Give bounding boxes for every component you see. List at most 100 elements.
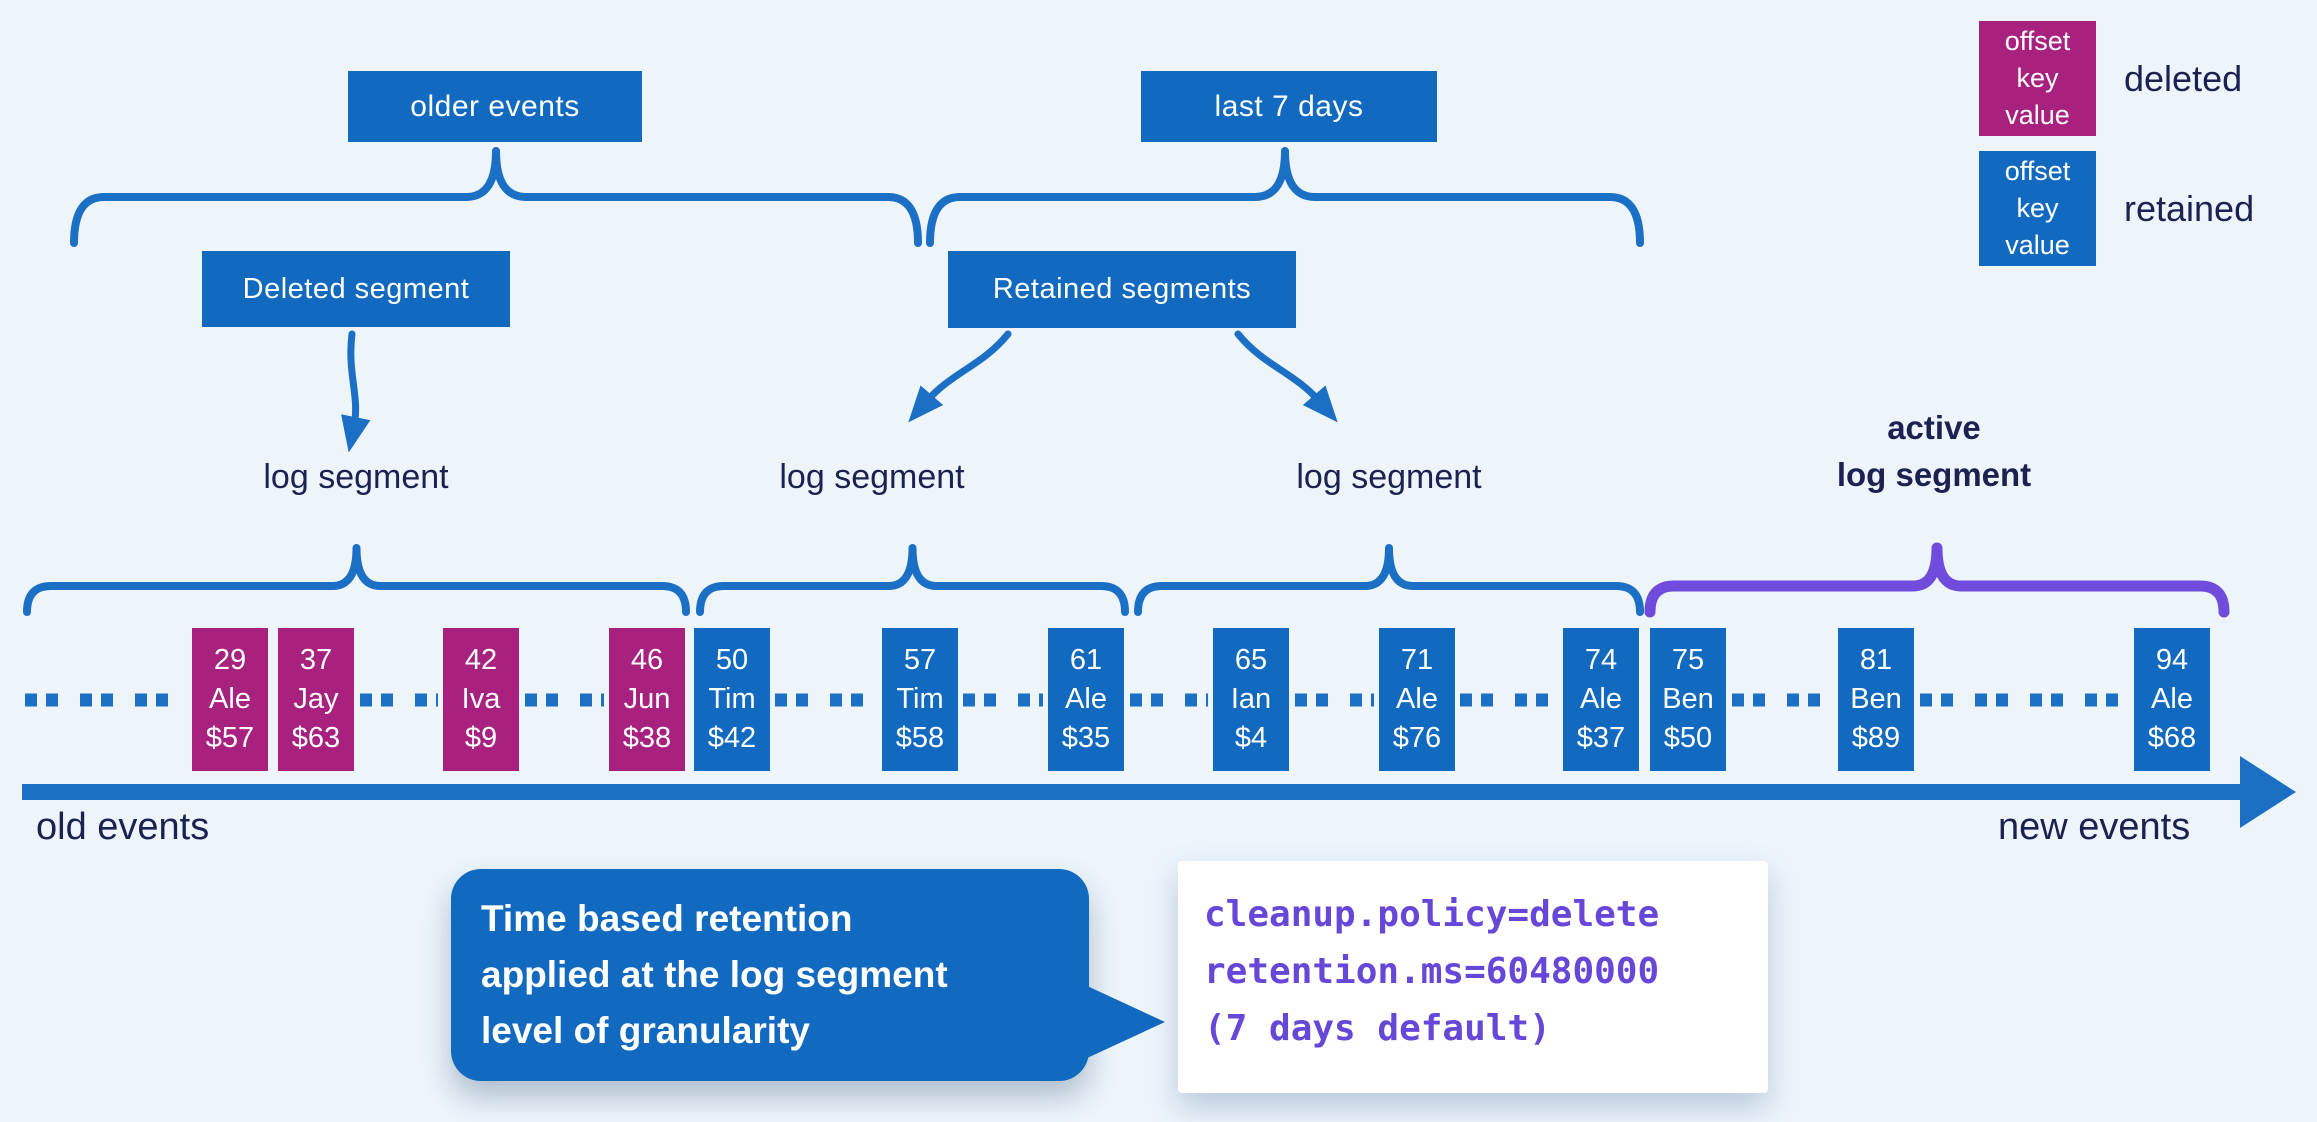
log-segment-1-brace xyxy=(23,544,690,616)
deleted-segment-arrow xyxy=(341,330,371,453)
active-log-segment-label: active log segment xyxy=(1784,404,2084,498)
event-value: $68 xyxy=(2147,722,2197,754)
retained-segments-label: Retained segments xyxy=(992,273,1252,305)
active-log-segment-brace xyxy=(1644,542,2230,618)
legend-cell-key: key xyxy=(2016,193,2059,223)
event-key: Ian xyxy=(1230,683,1272,715)
event-value: $42 xyxy=(707,722,757,754)
retention-callout-bubble: Time based retention applied at the log … xyxy=(451,869,1165,1081)
callout-line2: applied at the log segment xyxy=(481,954,948,995)
event-value: $63 xyxy=(291,722,341,754)
event-offset: 46 xyxy=(630,644,664,676)
new-events-label: new events xyxy=(1998,806,2191,848)
event-offset: 74 xyxy=(1584,644,1618,676)
log-segment-3-brace xyxy=(1134,544,1644,616)
callout-line3: level of granularity xyxy=(481,1010,810,1051)
legend-retained-label: retained xyxy=(2124,187,2255,229)
legend-retained-swatch: offset key value xyxy=(1979,151,2096,266)
active-label-line1: active xyxy=(1887,409,1981,446)
event-key: Ale xyxy=(1065,683,1107,715)
event-value: $37 xyxy=(1576,722,1626,754)
legend-deleted-label: deleted xyxy=(2124,57,2243,99)
event-value: $9 xyxy=(464,722,498,754)
event-value: $50 xyxy=(1663,722,1713,754)
code-line1: cleanup.policy=delete xyxy=(1204,894,1660,935)
event-key: Ben xyxy=(1850,683,1902,715)
retained-segments-box: Retained segments xyxy=(948,251,1296,328)
last-7-days-box: last 7 days xyxy=(1141,71,1437,142)
event-key: Jay xyxy=(293,683,339,715)
retained-segments-left-arrow xyxy=(908,330,1012,423)
last-7-days-label: last 7 days xyxy=(1214,89,1364,123)
event-value: $35 xyxy=(1061,722,1111,754)
legend-cell-offset: offset xyxy=(2004,156,2071,186)
event-offset: 65 xyxy=(1234,644,1268,676)
event-value: $76 xyxy=(1392,722,1442,754)
legend-cell-key: key xyxy=(2016,63,2059,93)
event-value: $89 xyxy=(1851,722,1901,754)
event-key: Tim xyxy=(708,683,756,715)
log-segment-label-1: log segment xyxy=(263,458,449,496)
code-line3: (7 days default) xyxy=(1204,1008,1551,1049)
event-value: $57 xyxy=(205,722,255,754)
active-label-line2: log segment xyxy=(1836,456,2032,493)
older-events-label: older events xyxy=(410,89,580,123)
event-key: Jun xyxy=(623,683,671,715)
legend-cell-offset: offset xyxy=(2004,26,2071,56)
log-segment-2-brace xyxy=(696,544,1129,616)
event-offset: 29 xyxy=(213,644,247,676)
legend-cell-value: value xyxy=(2005,100,2070,130)
last-7-days-brace xyxy=(926,147,1644,247)
event-value: $4 xyxy=(1234,722,1268,754)
bubble-tail-icon xyxy=(1085,985,1165,1059)
legend-item-deleted: offset key value deleted xyxy=(1979,21,2242,136)
event-offset: 71 xyxy=(1400,644,1434,676)
event-key: Ale xyxy=(1396,683,1438,715)
event-offset: 37 xyxy=(299,644,333,676)
event-offset: 57 xyxy=(903,644,937,676)
event-key: Ale xyxy=(209,683,251,715)
timeline-bar xyxy=(22,784,2246,800)
event-offset: 81 xyxy=(1859,644,1893,676)
log-segment-label-2: log segment xyxy=(779,458,965,496)
older-events-brace xyxy=(70,147,922,247)
event-offset: 61 xyxy=(1069,644,1103,676)
deleted-segment-box: Deleted segment xyxy=(202,251,510,327)
event-offset: 75 xyxy=(1671,644,1705,676)
event-key: Iva xyxy=(461,683,501,715)
legend-deleted-swatch: offset key value xyxy=(1979,21,2096,136)
event-value: $38 xyxy=(622,722,672,754)
timeline-arrowhead-icon xyxy=(2240,756,2296,828)
deleted-segment-label: Deleted segment xyxy=(242,272,470,305)
event-key: Ben xyxy=(1662,683,1714,715)
old-events-label: old events xyxy=(36,806,210,848)
log-segment-label-3: log segment xyxy=(1296,458,1482,496)
legend-cell-value: value xyxy=(2005,230,2070,260)
callout-line1: Time based retention xyxy=(481,898,853,939)
event-value: $58 xyxy=(895,722,945,754)
legend-item-retained: offset key value retained xyxy=(1979,151,2254,266)
config-code-card: cleanup.policy=delete retention.ms=60480… xyxy=(1178,861,1768,1093)
event-offset: 42 xyxy=(464,644,498,676)
code-line2: retention.ms=60480000 xyxy=(1204,951,1660,992)
event-key: Tim xyxy=(896,683,944,715)
event-offset: 50 xyxy=(715,644,749,676)
older-events-box: older events xyxy=(348,71,642,142)
retained-segments-right-arrow xyxy=(1234,330,1338,423)
event-key: Ale xyxy=(2151,683,2193,715)
